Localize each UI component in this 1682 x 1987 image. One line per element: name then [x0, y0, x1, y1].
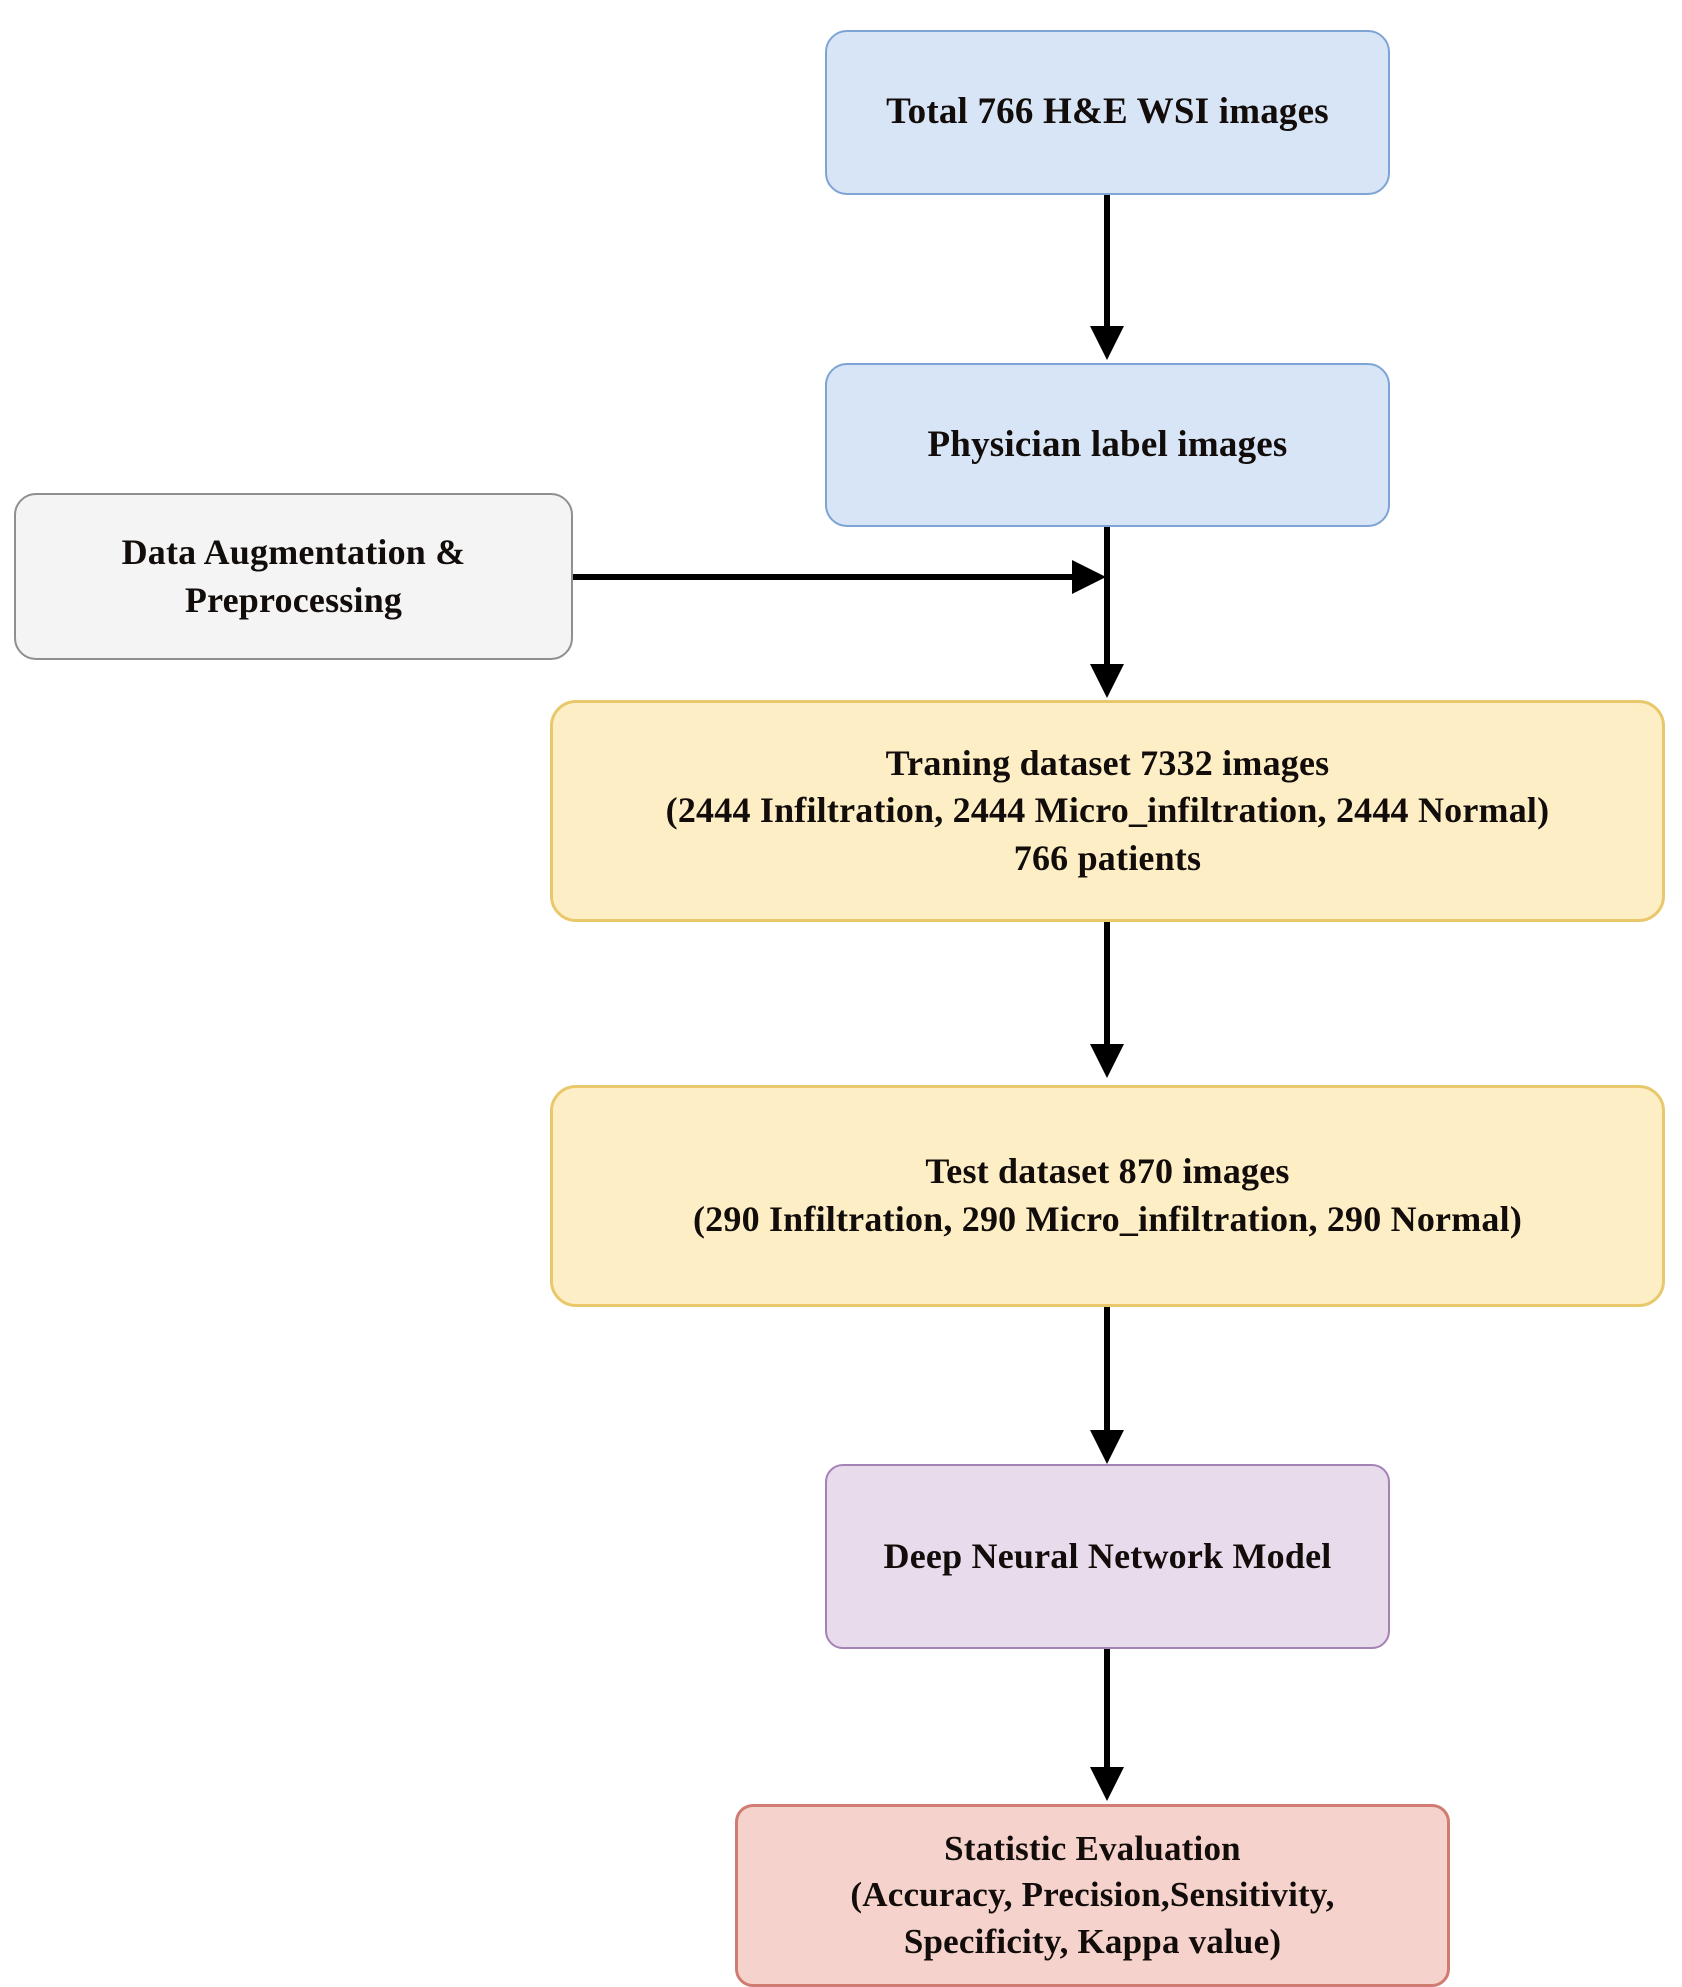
arrowhead-dnn-to-statistic: [1090, 1767, 1124, 1801]
node-total-wsi-images-text: Total 766 H&E WSI images: [827, 88, 1388, 137]
node-deep-neural-network-model[interactable]: Deep Neural Network Model: [825, 1464, 1390, 1649]
node-test-dataset-line-1: Test dataset 870 images: [925, 1151, 1290, 1192]
node-data-augmentation-preprocessing-text: Data Augmentation & Preprocessing: [16, 529, 571, 624]
edge-dnn-to-statistic: [1104, 1649, 1110, 1769]
edge-augmentation-to-trunk: [573, 574, 1083, 580]
node-statistic-evaluation-line-1: Statistic Evaluation: [944, 1829, 1241, 1869]
node-data-augmentation-preprocessing[interactable]: Data Augmentation & Preprocessing: [14, 493, 573, 660]
node-test-dataset-text: Test dataset 870 images (290 Infiltratio…: [553, 1148, 1662, 1243]
node-physician-label-images-line-1: Physician label images: [927, 423, 1288, 465]
node-physician-label-images-text: Physician label images: [827, 421, 1388, 470]
node-training-dataset-line-1: Traning dataset 7332 images: [885, 742, 1330, 783]
node-training-dataset-line-3: 766 patients: [1013, 837, 1202, 878]
node-training-dataset-line-2: (2444 Infiltration, 2444 Micro_infiltrat…: [665, 790, 1550, 831]
edge-training-to-test: [1104, 922, 1110, 1047]
node-training-dataset-text: Traning dataset 7332 images (2444 Infilt…: [553, 740, 1662, 883]
arrowhead-test-to-dnn: [1090, 1430, 1124, 1464]
node-deep-neural-network-model-text: Deep Neural Network Model: [827, 1533, 1388, 1581]
node-test-dataset[interactable]: Test dataset 870 images (290 Infiltratio…: [550, 1085, 1665, 1307]
node-training-dataset[interactable]: Traning dataset 7332 images (2444 Infilt…: [550, 700, 1665, 922]
arrowhead-total-to-physician: [1090, 326, 1124, 360]
node-data-augmentation-preprocessing-line-2: Preprocessing: [184, 579, 403, 620]
node-physician-label-images[interactable]: Physician label images: [825, 363, 1390, 527]
node-statistic-evaluation-line-2: (Accuracy, Precision,Sensitivity,: [850, 1875, 1335, 1915]
node-statistic-evaluation[interactable]: Statistic Evaluation (Accuracy, Precisio…: [735, 1804, 1450, 1987]
node-deep-neural-network-model-line-1: Deep Neural Network Model: [883, 1535, 1332, 1576]
node-total-wsi-images[interactable]: Total 766 H&E WSI images: [825, 30, 1390, 195]
arrowhead-augmentation-to-trunk: [1072, 560, 1106, 594]
node-total-wsi-images-line-1: Total 766 H&E WSI images: [886, 91, 1329, 133]
arrowhead-physician-to-training: [1090, 664, 1124, 698]
arrowhead-training-to-test: [1090, 1044, 1124, 1078]
edge-total-to-physician: [1104, 195, 1110, 329]
node-statistic-evaluation-text: Statistic Evaluation (Accuracy, Precisio…: [738, 1826, 1447, 1965]
edge-physician-to-training: [1104, 527, 1110, 667]
node-data-augmentation-preprocessing-line-1: Data Augmentation &: [121, 531, 466, 572]
node-test-dataset-line-2: (290 Infiltration, 290 Micro_infiltratio…: [692, 1199, 1523, 1239]
node-statistic-evaluation-line-3: Specificity, Kappa value): [903, 1921, 1282, 1961]
edge-test-to-dnn: [1104, 1307, 1110, 1433]
